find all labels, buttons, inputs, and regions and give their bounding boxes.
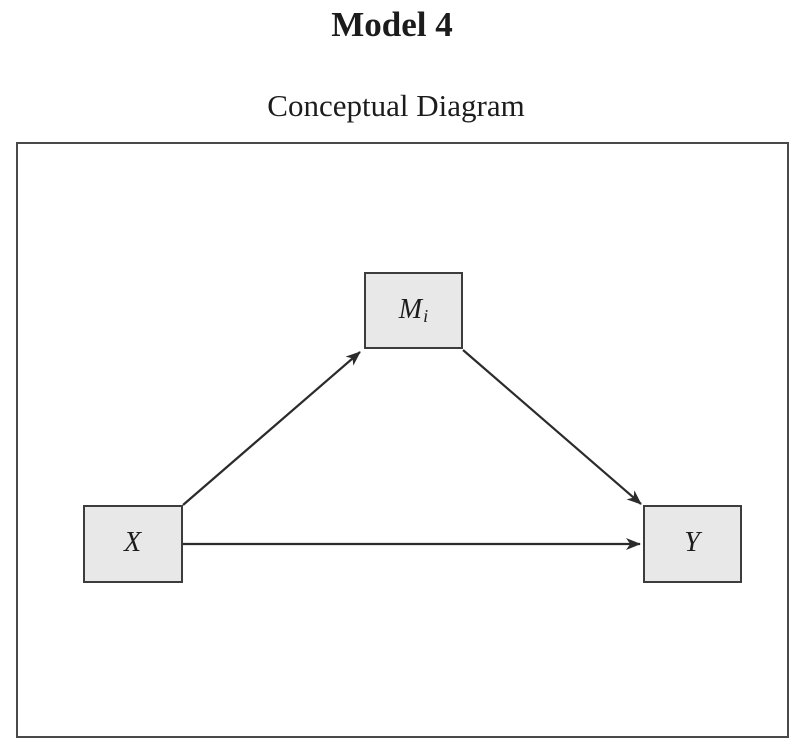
node-x-label-main: X bbox=[123, 527, 142, 559]
node-x-label: X bbox=[124, 529, 142, 558]
node-y-label: Y bbox=[684, 529, 701, 558]
diagram-subtitle: Conceptual Diagram bbox=[267, 88, 525, 123]
node-mediator-label-subscript: i bbox=[423, 305, 429, 326]
node-dependent-variable: Y bbox=[643, 505, 742, 583]
model-title: Model 4 bbox=[331, 5, 453, 44]
node-mediator-label-main: M bbox=[398, 293, 423, 325]
node-y-label-main: Y bbox=[684, 527, 700, 559]
node-mediator-label: Mi bbox=[398, 293, 429, 326]
node-mediator: Mi bbox=[364, 272, 463, 349]
diagram-frame bbox=[16, 142, 789, 738]
node-independent-variable: X bbox=[83, 505, 183, 583]
